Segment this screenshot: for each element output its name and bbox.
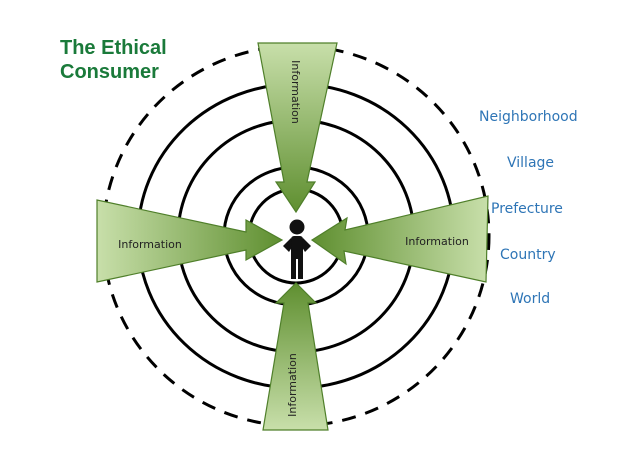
information-arrow-top <box>257 42 338 214</box>
scope-label-prefecture: Prefecture <box>491 201 563 217</box>
information-arrows <box>96 42 489 431</box>
scope-label-village: Village <box>507 155 554 171</box>
diagram-title-line-1: The Ethical <box>60 37 167 59</box>
scope-label-country: Country <box>500 247 556 263</box>
diagram-title-line-2: Consumer <box>60 61 159 83</box>
person-icon <box>283 219 311 279</box>
scope-label-world: World <box>510 291 550 307</box>
information-label-top: Information <box>289 60 302 124</box>
information-arrow-right <box>310 195 489 283</box>
information-arrow-bottom <box>262 282 329 431</box>
information-label-right: Information <box>405 235 469 248</box>
information-label-left: Information <box>118 238 182 251</box>
information-label-bottom: Information <box>286 353 299 417</box>
information-arrow-left <box>96 199 284 283</box>
scope-label-neighborhood: Neighborhood <box>479 109 578 125</box>
